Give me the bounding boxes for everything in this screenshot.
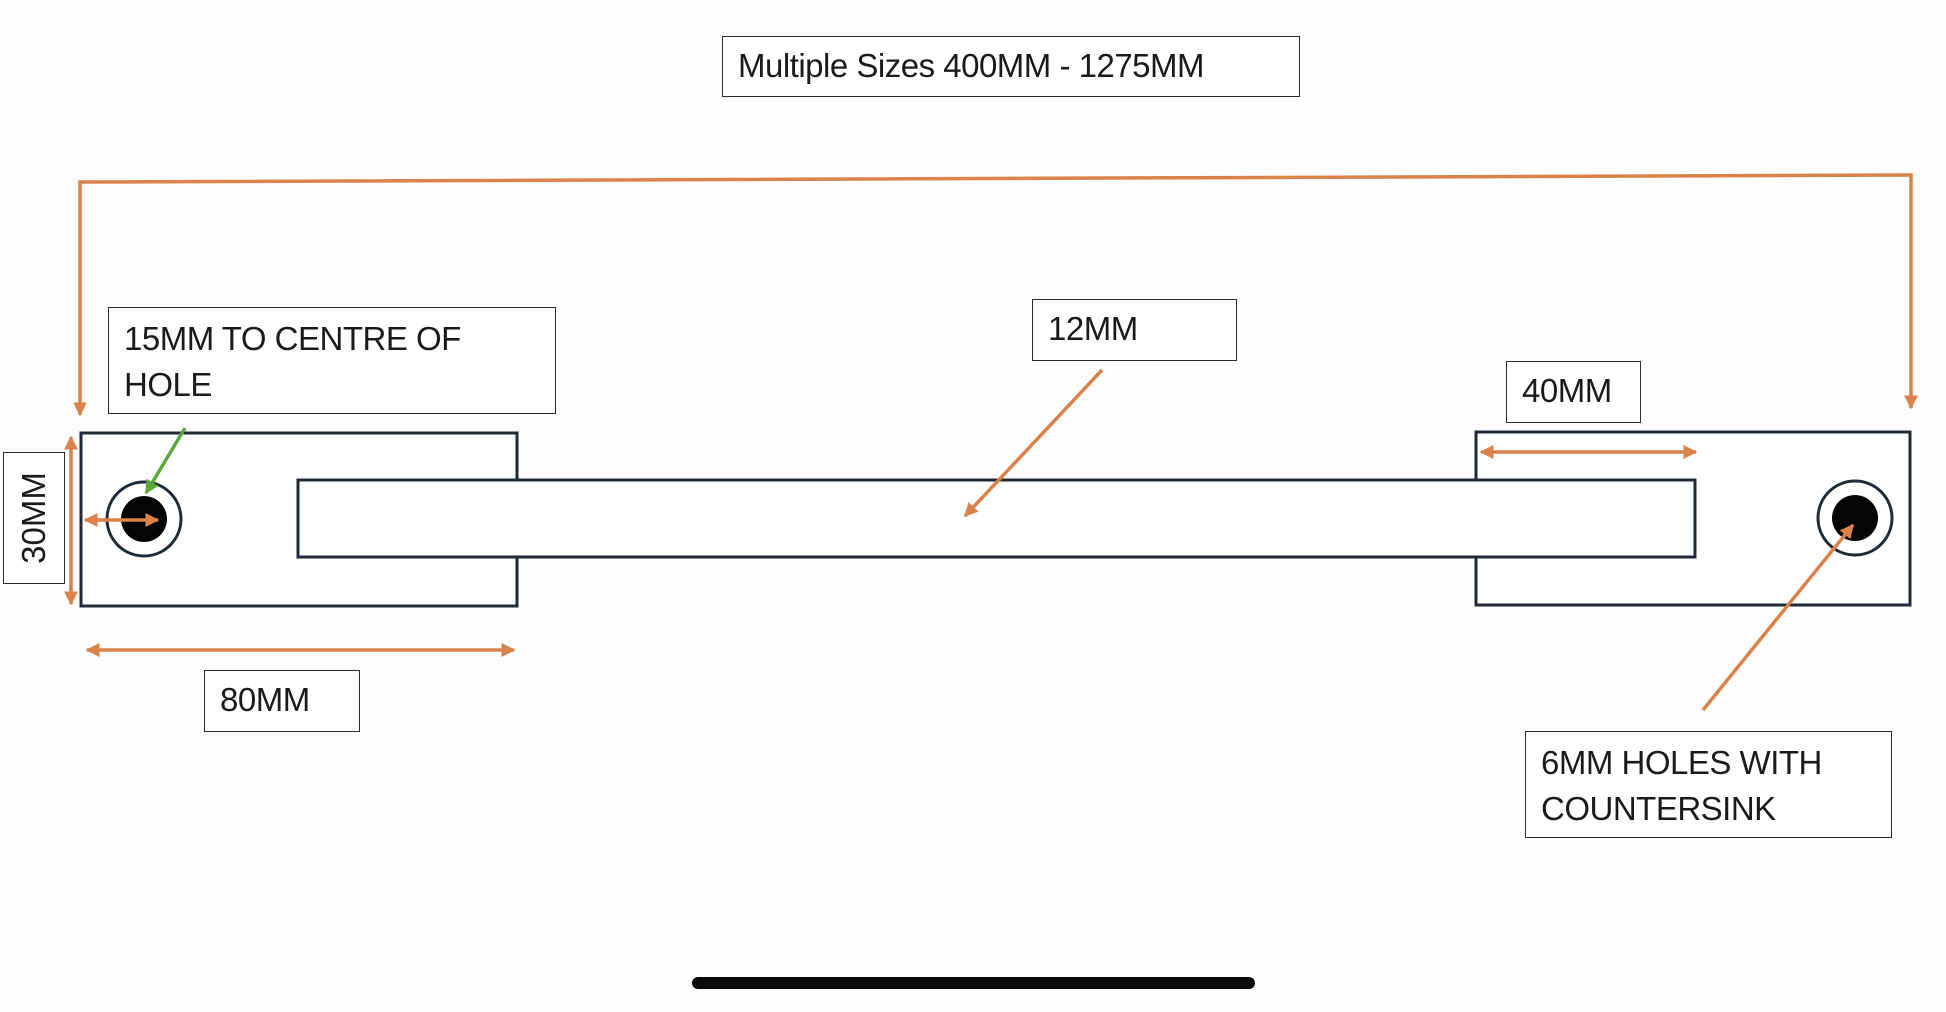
height-label-box: 30MM: [3, 452, 65, 584]
holes-label-box: 6MM HOLES WITH COUNTERSINK: [1525, 731, 1892, 838]
bracket-length-label: 80MM: [220, 681, 310, 718]
bracket-length-label-box: 80MM: [204, 670, 360, 732]
holes-pointer: [1701, 523, 1855, 712]
overall-length-dimension: [73, 173, 1918, 417]
hole-centre-label-box: 15MM TO CENTRE OF HOLE: [108, 307, 556, 414]
hole-centre-label: 15MM TO CENTRE OF HOLE: [124, 320, 461, 403]
title-label: Multiple Sizes 400MM - 1275MM: [738, 47, 1205, 84]
bar-thickness-label: 12MM: [1048, 310, 1138, 347]
bracket-width-label-box: 40MM: [1506, 361, 1641, 423]
height-label: 30MM: [15, 472, 52, 564]
hole-centre-pointer: [144, 427, 187, 495]
home-indicator-bar[interactable]: [692, 977, 1255, 989]
title-box: Multiple Sizes 400MM - 1275MM: [722, 36, 1300, 97]
bar-thickness-label-box: 12MM: [1032, 299, 1237, 361]
bar-thickness-pointer: [963, 368, 1104, 518]
right-countersunk-hole: [1816, 479, 1894, 557]
holes-label: 6MM HOLES WITH COUNTERSINK: [1541, 744, 1822, 827]
central-bar: [296, 478, 1697, 559]
bracket-width-label: 40MM: [1522, 372, 1612, 409]
